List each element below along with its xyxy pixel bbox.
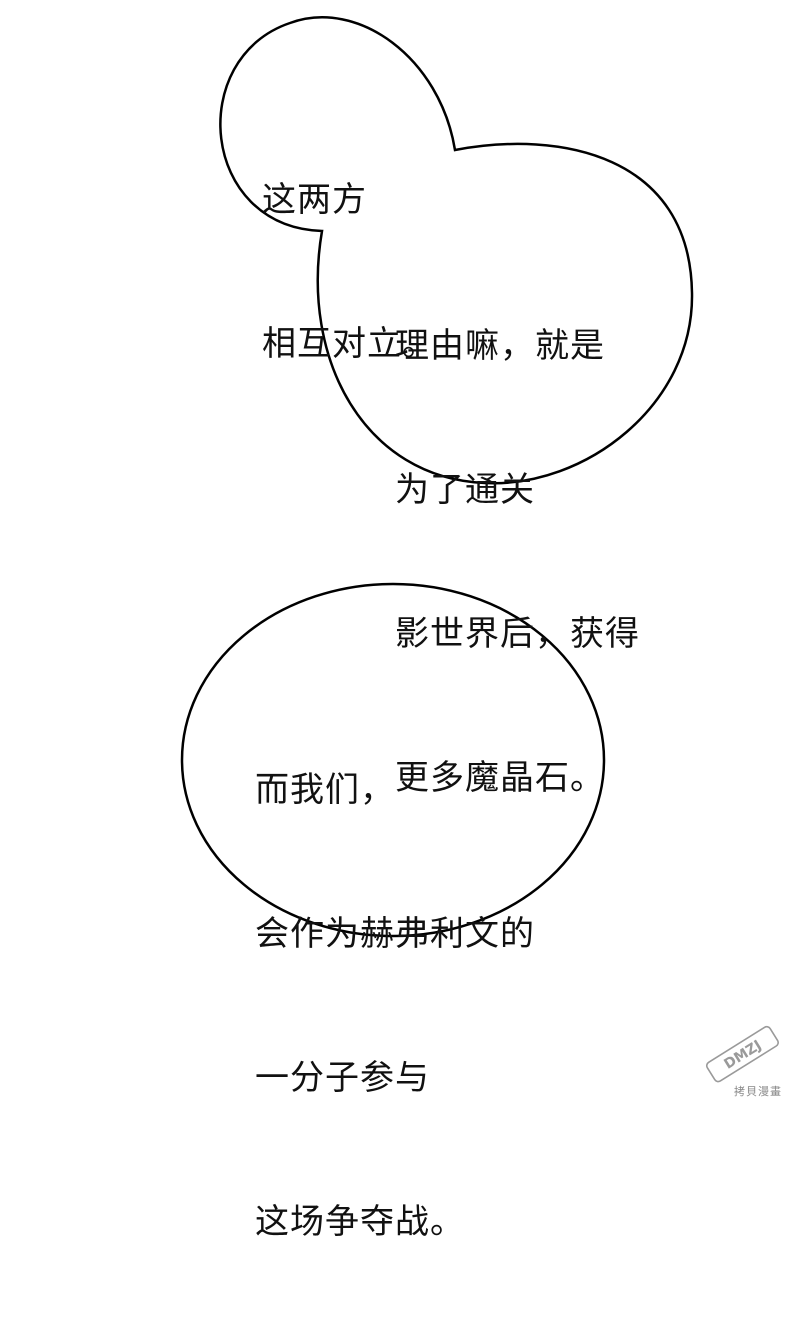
speech-bubble-double — [219, 16, 694, 485]
speech-bubble-outline — [219, 16, 694, 485]
bubble-line: 这场争夺战。 — [255, 1202, 465, 1242]
speech-bubble-outline — [180, 582, 606, 938]
bubble-text-3: 而我们， 会作为赫弗利文的 一分子参与 这场争夺战。 — [255, 670, 535, 1342]
bubble-line: 更多魔晶石。 — [395, 758, 605, 798]
dmzj-logo-icon: DMZJ — [705, 1025, 779, 1083]
bubble-line: 一分子参与 — [255, 1058, 430, 1098]
bubble-text-2: 理由嘛，就是 为了通关 影世界后，获得 更多魔晶石。 — [395, 226, 640, 898]
bubble-line: 这两方 — [262, 180, 367, 220]
bubble-line: 影世界后，获得 — [395, 614, 640, 654]
bubble-line: 为了通关 — [395, 470, 535, 510]
comic-panel: 这两方 相互对立。 理由嘛，就是 为了通关 影世界后，获得 更多魔晶石。 而我们… — [180, 16, 782, 1242]
watermark-caption: 拷貝漫畫 — [734, 1085, 782, 1098]
speech-bubbles-layer — [180, 16, 694, 938]
bubble-text-1: 这两方 相互对立。 — [262, 80, 437, 464]
bubble-line: 会作为赫弗利文的 — [255, 914, 535, 954]
bubble-line: 理由嘛，就是 — [395, 326, 605, 366]
bubble-line: 而我们， — [255, 770, 395, 810]
bubble-line: 相互对立。 — [262, 324, 437, 364]
speech-bubble-single — [180, 582, 606, 938]
